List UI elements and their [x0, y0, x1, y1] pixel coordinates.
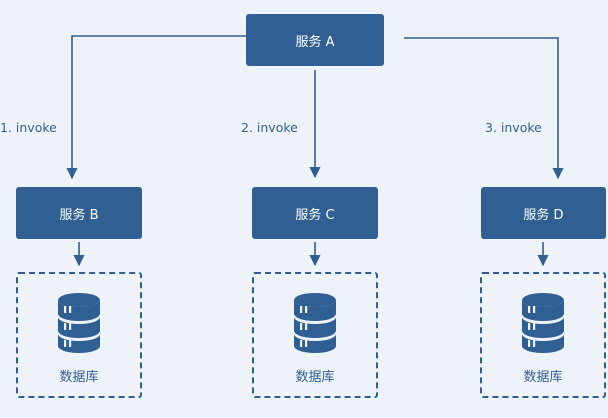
database-icon — [521, 293, 565, 353]
node-service-d[interactable]: 服务 D — [481, 187, 606, 239]
node-service-a-label: 服务 A — [295, 34, 335, 50]
database-label-c: 数据库 — [295, 370, 335, 385]
node-service-a[interactable]: 服务 A — [246, 14, 384, 66]
database-icon — [57, 293, 101, 353]
database-icon — [293, 293, 337, 353]
database-box-c[interactable]: 数据库 — [252, 272, 378, 398]
node-service-d-label: 服务 D — [523, 207, 564, 223]
edge-label-3: 3. invoke — [485, 120, 542, 135]
edge-label-2: 2. invoke — [241, 120, 298, 135]
database-box-b[interactable]: 数据库 — [16, 272, 142, 398]
database-label-d: 数据库 — [523, 370, 563, 385]
node-service-b[interactable]: 服务 B — [16, 187, 142, 239]
edge-label-1: 1. invoke — [0, 120, 57, 135]
database-box-d[interactable]: 数据库 — [480, 272, 606, 398]
node-service-b-label: 服务 B — [59, 207, 99, 223]
edge-a-to-d — [404, 37, 564, 180]
node-service-c-label: 服务 C — [295, 207, 335, 223]
edge-a-to-b — [66, 35, 246, 180]
database-label-b: 数据库 — [59, 370, 99, 385]
node-service-c[interactable]: 服务 C — [252, 187, 378, 239]
